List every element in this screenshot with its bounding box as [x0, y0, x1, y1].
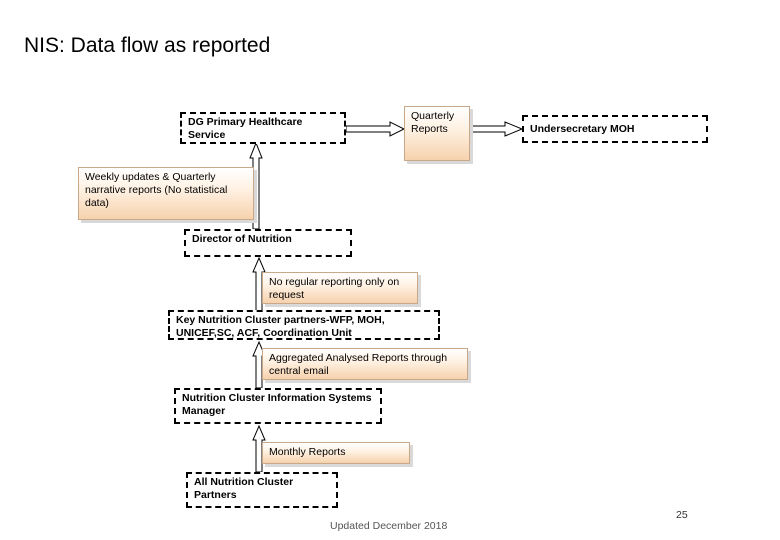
quarterly-reports-label: Quarterly Reports [411, 110, 455, 135]
weekly-updates-label: Weekly updates & Quarterly narrative rep… [85, 171, 228, 209]
aggregated-reports-note: Aggregated Analysed Reports through cent… [262, 348, 468, 380]
undersecretary-moh-box: Undersecretary MOH [522, 115, 708, 143]
weekly-updates-note: Weekly updates & Quarterly narrative rep… [78, 167, 254, 220]
monthly-reports-note: Monthly Reports [262, 442, 410, 464]
undersecretary-label: Undersecretary MOH [530, 123, 635, 135]
ncis-manager-label: Nutrition Cluster Information Systems Ma… [182, 392, 372, 417]
arrow-dg-to-quarterly [345, 121, 406, 137]
aggregated-label: Aggregated Analysed Reports through cent… [269, 352, 448, 377]
key-partners-label: Key Nutrition Cluster partners-WFP, MOH,… [176, 314, 385, 339]
arrow-quarterly-to-undersecretary [469, 121, 524, 137]
monthly-reports-label: Monthly Reports [269, 446, 346, 458]
all-nutrition-partners-box: All Nutrition Cluster Partners [186, 472, 338, 508]
dg-label: DG Primary Healthcare Service [188, 116, 303, 141]
dg-primary-healthcare-box: DG Primary Healthcare Service [180, 112, 346, 144]
page-title: NIS: Data flow as reported [24, 34, 271, 57]
director-of-nutrition-box: Director of Nutrition [184, 229, 352, 257]
ncis-manager-box: Nutrition Cluster Information Systems Ma… [174, 388, 382, 424]
no-regular-label: No regular reporting only on request [269, 276, 400, 301]
footer-updated-date: Updated December 2018 [330, 520, 448, 532]
key-nutrition-partners-box: Key Nutrition Cluster partners-WFP, MOH,… [168, 310, 440, 340]
no-regular-reporting-note: No regular reporting only on request [262, 272, 418, 304]
all-partners-label: All Nutrition Cluster Partners [194, 476, 294, 501]
director-label: Director of Nutrition [192, 233, 292, 245]
page-number: 25 [676, 509, 688, 521]
quarterly-reports-note: Quarterly Reports [404, 106, 470, 161]
